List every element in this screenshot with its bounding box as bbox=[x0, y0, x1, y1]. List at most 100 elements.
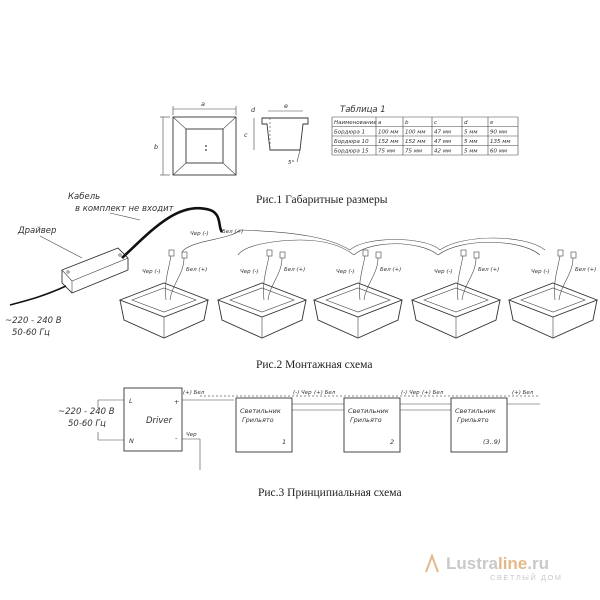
link-pos-label: (+) Бел bbox=[422, 390, 444, 396]
chain-wire-3 bbox=[353, 243, 439, 256]
table-header-cell: b bbox=[405, 120, 409, 126]
lamp-name-line2: Грильято bbox=[350, 416, 382, 424]
table-cell: 47 мм bbox=[434, 139, 451, 145]
lustraline-logo: Lustraline.ru СВЕТЛЫЙ ДОМ bbox=[425, 553, 563, 582]
luminaire-3: Чер (-) Бел (+) bbox=[312, 249, 404, 339]
mains-wire bbox=[9, 285, 67, 306]
driver-block bbox=[123, 387, 183, 452]
chain-wire-2 bbox=[237, 239, 355, 256]
fig2-supply-line1: ~220 - 240 В bbox=[5, 316, 62, 326]
table-cell: 42 мм bbox=[434, 149, 451, 155]
dim-c-label: c bbox=[244, 131, 248, 139]
lamp-pos-label: Бел (+) bbox=[186, 267, 207, 273]
table-cell: 75 мм bbox=[405, 149, 422, 155]
dim-d-label: d bbox=[251, 106, 256, 114]
table-cell: 47 мм bbox=[434, 130, 451, 136]
pin-minus: - bbox=[175, 434, 178, 442]
table-header-cell: a bbox=[378, 120, 382, 126]
lamp-number: 1 bbox=[282, 438, 286, 446]
pin-L: L bbox=[129, 397, 133, 405]
tail-label: (+) Бел bbox=[512, 390, 534, 396]
fig3-supply-line1: ~220 - 240 В bbox=[58, 407, 115, 417]
fig2-supply-line2: 50-60 Гц bbox=[12, 328, 50, 338]
table-header-cell: c bbox=[434, 120, 437, 126]
table-cell: 152 мм bbox=[378, 139, 399, 145]
cable-note-line1: Кабель bbox=[68, 192, 100, 202]
lamp-neg-label: Чер (-) bbox=[240, 269, 259, 275]
luminaires-row: Чер (-) Бел (+) Чер (-) Бел (+) Чер (-) Бел (… bbox=[118, 249, 599, 339]
logo-tagline: СВЕТЛЫЙ ДОМ bbox=[490, 573, 563, 582]
table-cell: 100 мм bbox=[405, 130, 426, 136]
table-header-cell: e bbox=[490, 120, 494, 126]
chain-wire-1 bbox=[181, 229, 351, 253]
lamp-pos-label: Бел (+) bbox=[575, 267, 596, 273]
driver-box bbox=[61, 247, 129, 294]
table-cell: 100 мм bbox=[378, 130, 399, 136]
luminaire-4: Чер (-) Бел (+) bbox=[410, 249, 502, 339]
lamp-neg-label: Чер (-) bbox=[336, 269, 355, 275]
thick-cable bbox=[121, 206, 224, 259]
driver-label: Драйвер bbox=[17, 226, 56, 236]
dim-a-label: a bbox=[201, 100, 205, 108]
pin-N: N bbox=[129, 437, 134, 445]
table-cell: 75 мм bbox=[378, 149, 395, 155]
lamp-name-line2: Грильято bbox=[242, 416, 274, 424]
table-header-cell: Наименование bbox=[334, 120, 377, 126]
fig3-schematic: ~220 - 240 В 50-60 Гц L N Driver + - (+)… bbox=[58, 387, 540, 499]
lamp-name-line1: Светильник bbox=[348, 407, 389, 415]
lamp-number: 2 bbox=[390, 438, 394, 446]
front-view-outer bbox=[172, 116, 237, 176]
link-neg-label: (-) Чер bbox=[401, 390, 420, 396]
link-neg-label: (-) Чер bbox=[293, 390, 312, 396]
schematic-lamps: СветильникГрильято1СветильникГрильято2Св… bbox=[235, 390, 540, 453]
front-view-inner bbox=[185, 128, 224, 164]
logo-name: Lustraline.ru bbox=[446, 554, 549, 573]
fig3-caption: Рис.3 Принципиальная схема bbox=[258, 487, 402, 499]
pin-plus: + bbox=[174, 398, 179, 406]
side-view-body bbox=[261, 117, 309, 151]
luminaire-2: Чер (-) Бел (+) bbox=[216, 249, 308, 339]
top-pos-label: Бел (+) bbox=[222, 229, 243, 235]
table-cell: 5 мм bbox=[464, 139, 478, 145]
chain-wire-5 bbox=[437, 242, 541, 256]
lamp-name-line1: Светильник bbox=[455, 407, 496, 415]
dim-b-label: b bbox=[154, 143, 158, 151]
table-cell: Бордюра 10 bbox=[334, 139, 369, 145]
lamp-name-line1: Светильник bbox=[240, 407, 281, 415]
luminaire-1: Чер (-) Бел (+) bbox=[118, 249, 210, 339]
fig1-caption: Рис.1 Габаритные размеры bbox=[256, 194, 388, 206]
luminaire-5: Чер (-) Бел (+) bbox=[507, 249, 599, 339]
dim-angle-label: 5° bbox=[288, 160, 294, 166]
lamp-pos-label: Бел (+) bbox=[478, 267, 499, 273]
top-neg-label: Чер (-) bbox=[190, 231, 209, 237]
lamp-neg-label: Чер (-) bbox=[434, 269, 453, 275]
table-title: Таблица 1 bbox=[340, 105, 386, 115]
table-header-cell: d bbox=[464, 120, 468, 126]
table-cell: 5 мм bbox=[464, 130, 478, 136]
out-neg-label: Чер bbox=[186, 432, 197, 438]
table-cell: 60 мм bbox=[490, 149, 507, 155]
chain-wire-6 bbox=[439, 237, 546, 251]
table-cell: 5 мм bbox=[464, 149, 478, 155]
chain-wire-4 bbox=[349, 239, 441, 251]
driver-name: Driver bbox=[146, 416, 173, 426]
lamp-pos-label: Бел (+) bbox=[380, 267, 401, 273]
lamp-name-line2: Грильято bbox=[457, 416, 489, 424]
logo-lamp-icon bbox=[425, 553, 439, 573]
fig3-supply-line2: 50-60 Гц bbox=[68, 419, 106, 429]
lamp-pos-label: Бел (+) bbox=[284, 267, 305, 273]
table-cell: 135 мм bbox=[490, 139, 511, 145]
out-pos-label: (+) Бел bbox=[183, 390, 205, 396]
lamp-neg-label: Чер (-) bbox=[142, 269, 161, 275]
table-cell: Бордюра 15 bbox=[334, 149, 369, 155]
lamp-neg-label: Чер (-) bbox=[531, 269, 550, 275]
link-pos-label: (+) Бел bbox=[314, 390, 336, 396]
table-cell: Бордюра 1 bbox=[334, 130, 365, 136]
table-cell: 152 мм bbox=[405, 139, 426, 145]
fig2-caption: Рис.2 Монтажная схема bbox=[256, 359, 372, 371]
